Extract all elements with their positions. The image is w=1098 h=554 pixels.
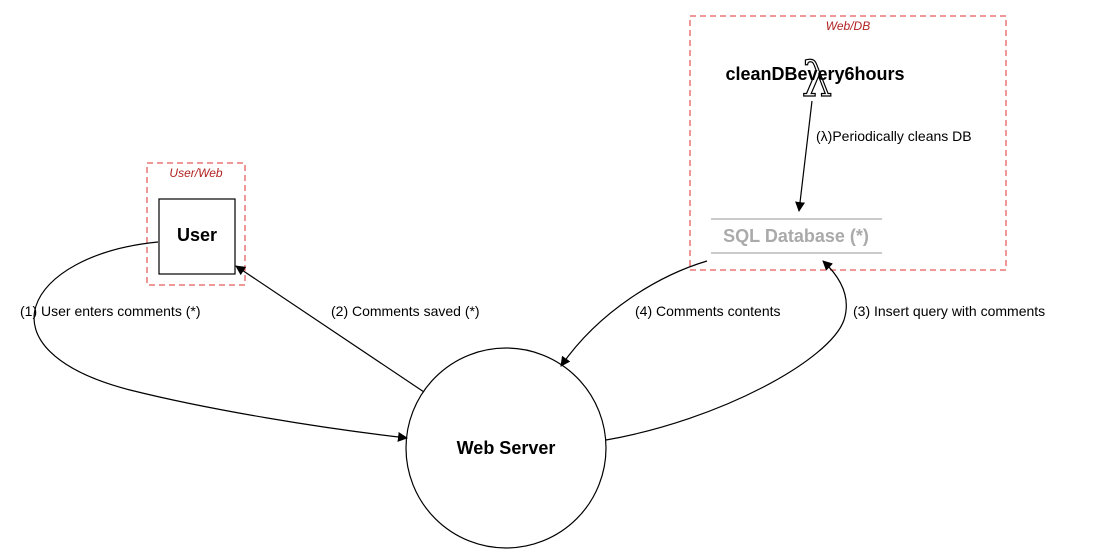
lambda-node[interactable]: λ cleanDBevery6hours [725, 51, 904, 108]
flow-1-label: (1) User enters comments (*) [20, 303, 200, 319]
web-server-process[interactable]: Web Server [405, 347, 607, 549]
boundary-web-db-title: Web/DB [826, 19, 870, 33]
flow-3[interactable]: (3) Insert query with comments [605, 260, 1045, 441]
web-server-label: Web Server [457, 438, 556, 458]
flow-2[interactable]: (2) Comments saved (*) [235, 265, 480, 393]
flow-4[interactable]: (4) Comments contents [560, 260, 781, 367]
lambda-label: cleanDBevery6hours [725, 64, 904, 84]
flow-lambda-label: (λ)Periodically cleans DB [816, 128, 972, 144]
user-actor[interactable]: User [158, 198, 236, 275]
flow-3-label: (3) Insert query with comments [853, 303, 1045, 319]
boundary-user-web: User/Web [146, 162, 246, 286]
flow-2-label: (2) Comments saved (*) [331, 303, 480, 319]
boundary-web-db: Web/DB [689, 15, 1007, 271]
flow-lambda[interactable]: (λ)Periodically cleans DB [795, 100, 972, 212]
user-label: User [177, 225, 217, 245]
boundary-user-web-title: User/Web [169, 166, 222, 180]
flow-4-label: (4) Comments contents [635, 303, 781, 319]
flow-1[interactable]: (1) User enters comments (*) [20, 241, 408, 442]
sql-database-datastore[interactable]: SQL Database (*) [711, 218, 882, 254]
sql-database-label: SQL Database (*) [723, 226, 869, 246]
lambda-icon: λ [802, 52, 832, 108]
